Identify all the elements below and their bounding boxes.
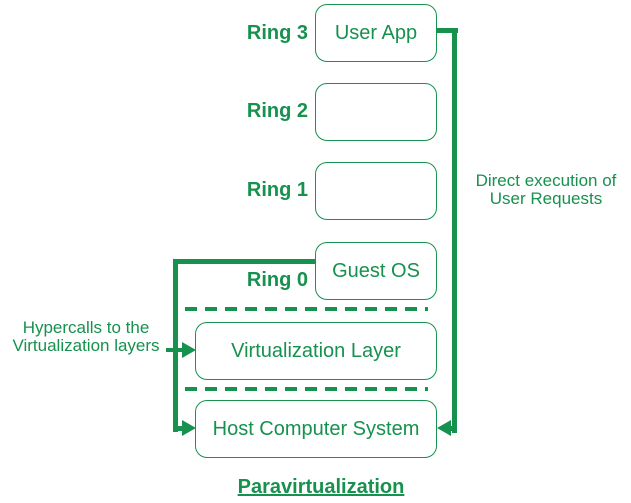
direct-execution-top-hline (437, 28, 458, 33)
hypercalls-annotation: Hypercalls to the Virtualization layers (0, 319, 172, 355)
dashed-separator-top (185, 307, 428, 311)
host-computer-system-box: Host Computer System (195, 400, 437, 458)
diagram-title: Paravirtualization (237, 476, 405, 498)
direct-execution-annotation-line1: Direct execution of (475, 171, 617, 190)
host-right-arrowhead-left-icon (437, 420, 451, 436)
virtualization-layer-box: Virtualization Layer (195, 322, 437, 380)
virtualization-layer-box-label: Virtualization Layer (231, 339, 401, 362)
hypercalls-annotation-line1: Hypercalls to the (22, 318, 150, 337)
direct-execution-annotation-line2: User Requests (489, 189, 603, 208)
guest-os-box: Guest OS (315, 242, 437, 300)
direct-execution-vline (452, 28, 457, 433)
dashed-separator-bottom (185, 387, 428, 391)
hypercalls-annotation-line2: Virtualization layers (12, 336, 160, 355)
ring-2-box (315, 83, 437, 141)
host-computer-system-box-label: Host Computer System (212, 417, 420, 440)
user-app-box-label: User App (334, 21, 418, 44)
ring-1-label: Ring 1 (246, 179, 308, 201)
guest-os-connector-hline (173, 259, 315, 264)
ring-0-label: Ring 0 (246, 269, 308, 291)
ring-1-box (315, 162, 437, 220)
host-left-arrow-shaft (176, 426, 184, 431)
direct-execution-annotation: Direct execution of User Requests (464, 172, 628, 208)
hypercalls-arrow-shaft (166, 348, 184, 352)
host-right-arrow-shaft (447, 426, 457, 431)
ring-3-label: Ring 3 (246, 22, 308, 44)
guest-os-box-label: Guest OS (332, 259, 420, 282)
host-left-arrowhead-right-icon (182, 420, 196, 436)
user-app-box: User App (315, 4, 437, 62)
guest-os-connector-vline (173, 259, 178, 432)
hypercalls-arrowhead-right-icon (182, 342, 196, 358)
ring-2-label: Ring 2 (246, 100, 308, 122)
